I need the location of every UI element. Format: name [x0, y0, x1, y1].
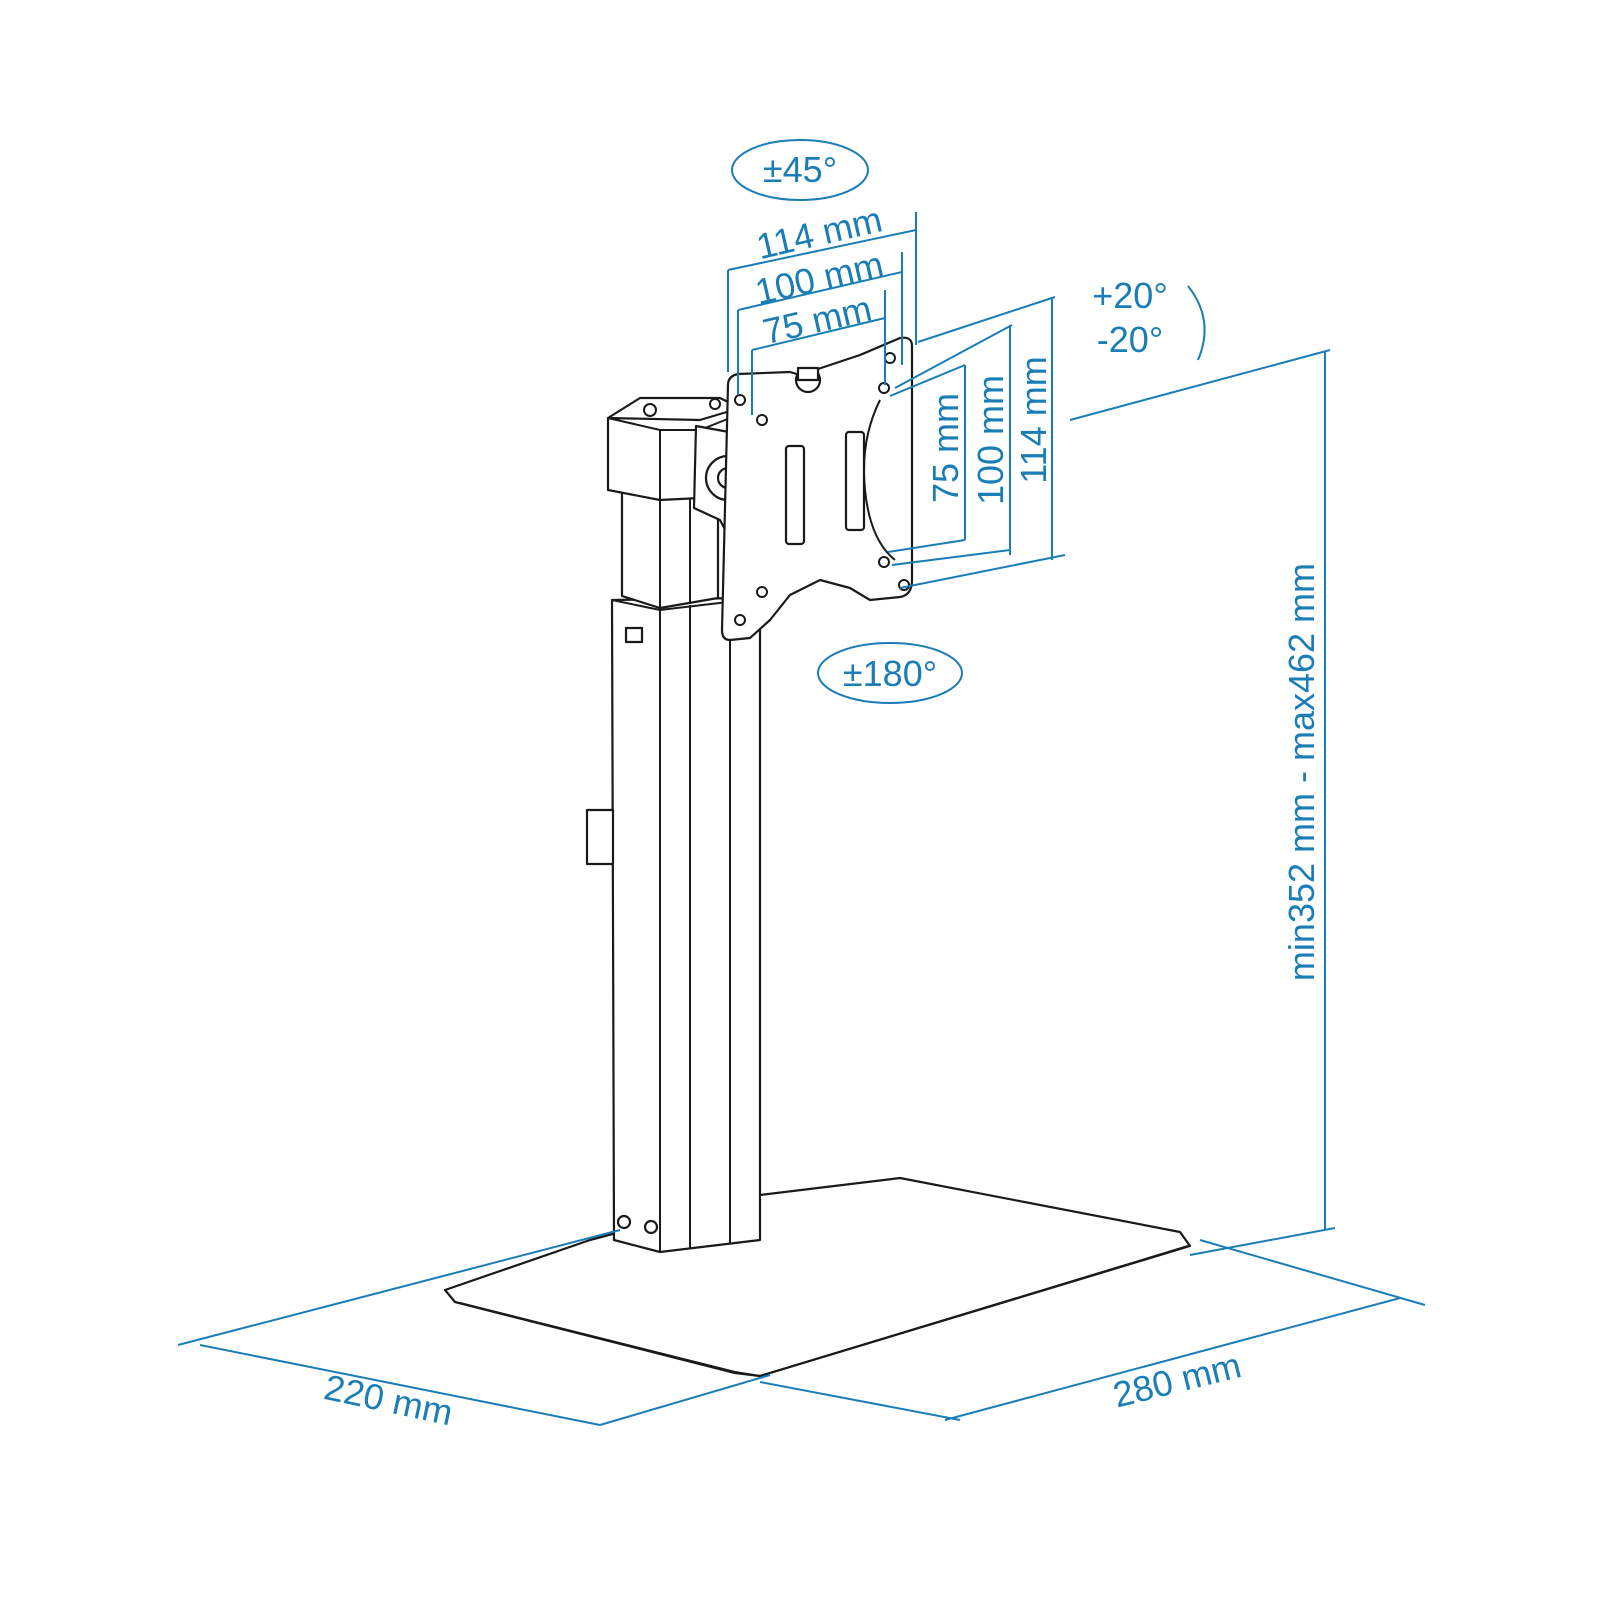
label-tilt-up: +20° [1092, 275, 1167, 316]
cable-clip [585, 808, 615, 866]
screw-icon [616, 1214, 632, 1230]
rotation-arrow-icon [817, 642, 963, 704]
label-base-width: 280 mm [1109, 1344, 1245, 1415]
base-plate [443, 1176, 1192, 1378]
label-rotation: ±180° [843, 653, 937, 694]
label-vesa-height-100: 100 mm [970, 375, 1011, 505]
label-base-depth: 220 mm [321, 1366, 457, 1433]
label-vesa-height-75: 75 mm [925, 393, 966, 503]
dimension-lines [177, 139, 1426, 1426]
label-swivel: ±45° [763, 149, 837, 190]
plate-slot [784, 444, 806, 546]
label-vesa-height-114: 114 mm [1013, 356, 1054, 483]
label-height-range: min352 mm - max462 mm [1281, 563, 1322, 981]
plate-slot [844, 430, 866, 532]
label-tilt-down: -20° [1097, 319, 1163, 360]
screw-icon [643, 1219, 659, 1235]
column-lower [585, 596, 762, 1254]
tilt-arrow-icon [1187, 285, 1206, 361]
swivel-arrow-icon [731, 139, 869, 201]
column-upper [620, 488, 720, 610]
vesa-plate [720, 336, 914, 642]
